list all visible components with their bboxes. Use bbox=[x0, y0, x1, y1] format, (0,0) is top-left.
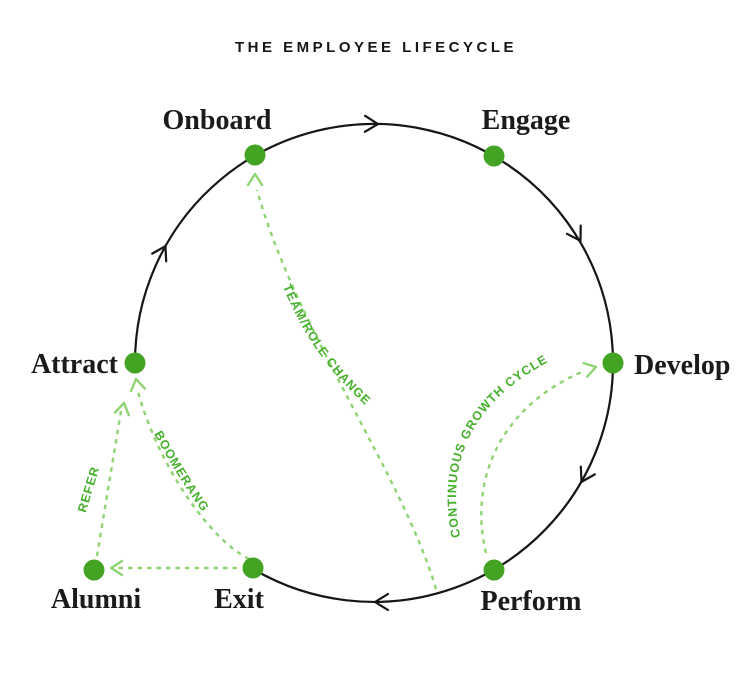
node-dot-onboard bbox=[244, 144, 266, 166]
cycle-arrow-perform-to-exit-icon bbox=[373, 592, 390, 612]
flow-label-refer: REFER bbox=[75, 465, 102, 514]
flow-label-continuous-growth-cycle: CONTINUOUS GROWTH CYCLE bbox=[445, 352, 550, 539]
node-dot-exit bbox=[242, 557, 264, 579]
flow-label-boomerang: BOOMERANG bbox=[151, 428, 212, 514]
diagram-title: THE EMPLOYEE LIFECYCLE bbox=[235, 39, 517, 56]
node-label-exit: Exit bbox=[214, 584, 264, 615]
node-label-engage: Engage bbox=[482, 105, 571, 136]
flow-label-team-role-change: TEAM/ROLE CHANGE bbox=[280, 282, 374, 408]
node-label-develop: Develop bbox=[634, 350, 730, 381]
flow-boomerang-arrowhead-icon bbox=[129, 377, 147, 393]
flow-team-role-change-path bbox=[255, 189, 438, 590]
node-label-onboard: Onboard bbox=[163, 105, 272, 136]
cycle-arrow-attract-to-onboard-icon bbox=[151, 245, 168, 263]
node-dot-alumni bbox=[83, 559, 105, 581]
flow-continuous-growth-path bbox=[480, 369, 585, 554]
node-label-perform: Perform bbox=[480, 586, 581, 617]
lifecycle-circle-arc bbox=[133, 122, 615, 603]
cycle-arrow-engage-to-develop-icon bbox=[565, 224, 582, 242]
cycle-arrow-onboard-to-engage-icon bbox=[363, 114, 380, 133]
flow-refer-path bbox=[95, 410, 123, 557]
node-dot-develop bbox=[602, 352, 624, 374]
flow-exit-to-alumni-arrowhead-icon bbox=[109, 559, 124, 577]
node-label-alumni: Alumni bbox=[51, 584, 141, 615]
node-dot-engage bbox=[483, 145, 505, 167]
cycle-arrow-develop-to-perform-icon bbox=[579, 465, 596, 483]
node-label-attract: Attract bbox=[31, 349, 119, 380]
node-dot-attract bbox=[124, 352, 146, 374]
flow-team-role-change-arrowhead-icon bbox=[246, 172, 264, 187]
flow-continuous-growth-arrowhead-icon bbox=[582, 361, 598, 378]
flow-boomerang-path bbox=[135, 387, 250, 561]
flow-refer-arrowhead-icon bbox=[113, 401, 130, 417]
node-dot-perform bbox=[483, 559, 505, 581]
